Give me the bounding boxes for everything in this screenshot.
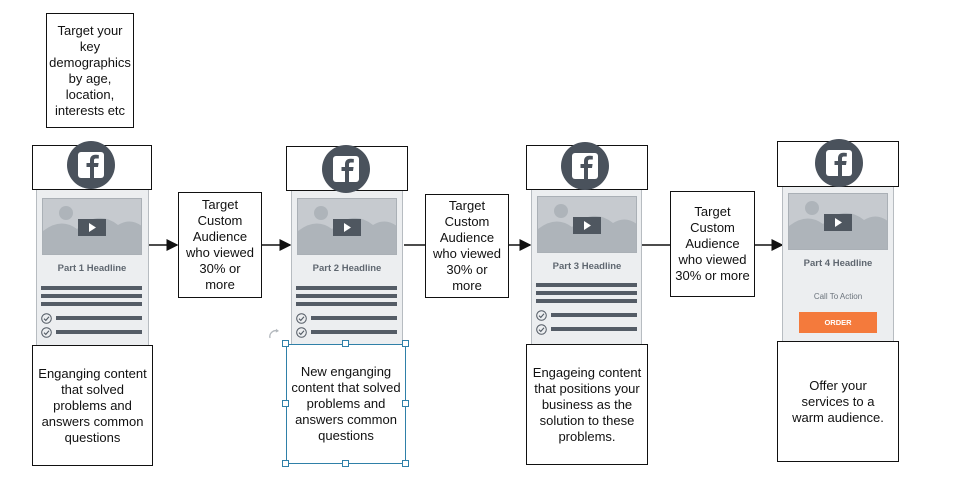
facebook-icon <box>67 141 115 189</box>
video-play-icon <box>573 217 601 234</box>
selection-handle-top-right[interactable] <box>402 340 409 347</box>
text-line <box>41 286 142 290</box>
stage-2-headline: Part 2 Headline <box>312 263 382 274</box>
stage-2-description-box[interactable]: New enganging content that solved proble… <box>286 344 406 464</box>
stage-3-description-box: Engageing content that positions your bu… <box>526 344 648 465</box>
selection-handle-right[interactable] <box>402 400 409 407</box>
target-box-1-text: Target Custom Audience who viewed 30% or… <box>186 197 254 292</box>
selection-handle-bottom-right[interactable] <box>402 460 409 467</box>
text-line <box>536 291 637 295</box>
target-box-2-text: Target Custom Audience who viewed 30% or… <box>433 198 501 293</box>
text-line <box>536 283 637 287</box>
text-line <box>296 286 397 290</box>
intro-note-box: Target your key demographics by age, loc… <box>46 13 134 128</box>
facebook-icon <box>322 145 370 193</box>
video-play-icon <box>78 219 106 236</box>
text-line <box>41 294 142 298</box>
stage-1-video-thumbnail <box>42 198 142 255</box>
rotate-handle-icon[interactable] <box>267 327 281 341</box>
text-line <box>551 313 637 317</box>
text-line <box>56 316 142 320</box>
check-circle-icon <box>41 313 52 324</box>
check-circle-icon <box>296 327 307 338</box>
check-circle-icon <box>536 310 547 321</box>
stage-2-description: New enganging content that solved proble… <box>291 364 401 443</box>
check-circle-icon <box>296 313 307 324</box>
selection-handle-bottom-left[interactable] <box>282 460 289 467</box>
selection-handle-bottom[interactable] <box>342 460 349 467</box>
target-box-1: Target Custom Audience who viewed 30% or… <box>178 192 262 298</box>
stage-1-headline: Part 1 Headline <box>57 263 127 274</box>
text-line <box>41 302 142 306</box>
check-circle-icon <box>536 324 547 335</box>
facebook-icon <box>815 139 863 187</box>
text-line <box>296 294 397 298</box>
stage-1-description: Enganging content that solved problems a… <box>38 365 147 445</box>
check-circle-icon <box>41 327 52 338</box>
selection-handle-left[interactable] <box>282 400 289 407</box>
stage-4-description-box: Offer your services to a warm audience. <box>777 341 899 462</box>
facebook-icon <box>561 142 609 190</box>
stage-4-description: Offer your services to a warm audience. <box>792 377 884 425</box>
target-box-3: Target Custom Audience who viewed 30% or… <box>670 191 755 297</box>
text-line <box>311 316 397 320</box>
text-line <box>296 302 397 306</box>
stage-3-description: Engageing content that positions your bu… <box>532 364 642 444</box>
call-to-action-label: Call To Action <box>813 292 863 301</box>
target-box-2: Target Custom Audience who viewed 30% or… <box>425 194 509 298</box>
stage-1-description-box: Enganging content that solved problems a… <box>32 345 153 466</box>
order-button[interactable]: ORDER <box>799 312 877 333</box>
video-play-icon <box>824 214 852 231</box>
video-play-icon <box>333 219 361 236</box>
stage-4-headline: Part 4 Headline <box>803 258 873 269</box>
text-line <box>551 327 637 331</box>
intro-note-text: Target your key demographics by age, loc… <box>49 22 131 118</box>
text-line <box>311 330 397 334</box>
selection-handle-top-left[interactable] <box>282 340 289 347</box>
stage-2-video-thumbnail <box>297 198 397 255</box>
selection-handle-top[interactable] <box>342 340 349 347</box>
text-line <box>536 299 637 303</box>
target-box-3-text: Target Custom Audience who viewed 30% or… <box>675 204 750 283</box>
text-line <box>56 330 142 334</box>
stage-3-headline: Part 3 Headline <box>552 261 622 272</box>
